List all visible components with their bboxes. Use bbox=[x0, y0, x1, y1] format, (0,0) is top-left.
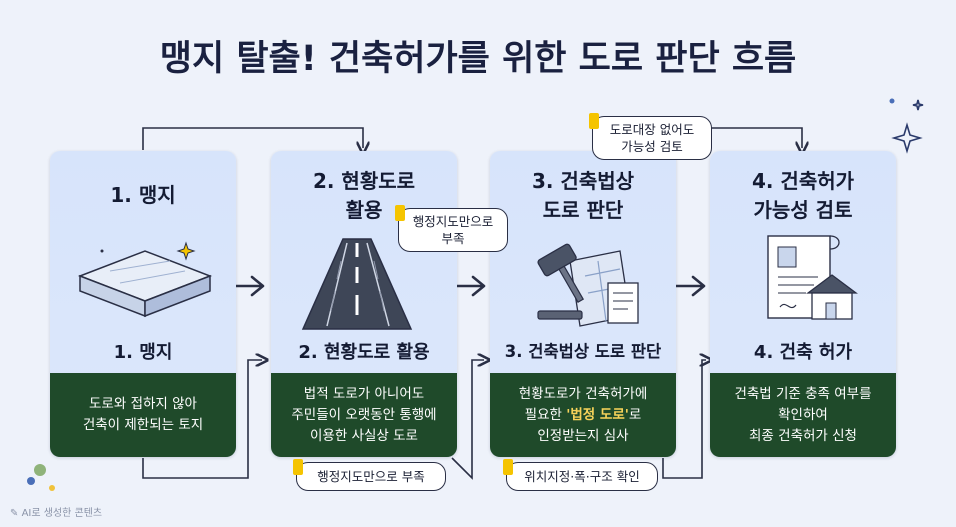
yellow-tag-icon bbox=[589, 113, 599, 129]
step-4-subheading: 4. 건축 허가 bbox=[753, 342, 853, 363]
step-1-heading: 1. 맹지 bbox=[110, 183, 176, 207]
road-icon bbox=[301, 238, 413, 330]
step-4-desc-line: 확인하여 bbox=[778, 406, 828, 423]
bottom-right-bubble: 위치지정·폭·구조 확인 bbox=[503, 459, 658, 491]
step-3-desc-line: 인정받는지 심사 bbox=[537, 427, 629, 444]
bubble-line: 가능성 검토 bbox=[621, 139, 683, 154]
gavel-map-icon bbox=[537, 243, 639, 327]
step-2-heading-line: 2. 현황도로 bbox=[312, 169, 416, 193]
permit-document-house-icon bbox=[767, 235, 858, 320]
step-3-description: 현황도로가 건축허가에 필요한 '법정 도로'로 인정받는지 심사 bbox=[490, 373, 676, 457]
step-3-desc-text: 필요한 bbox=[524, 406, 567, 423]
step-2-subheading: 2. 현황도로 활용 bbox=[298, 342, 430, 363]
yellow-tag-icon bbox=[293, 459, 303, 475]
bubble-line: 행정지도만으로 bbox=[412, 214, 494, 229]
bubble-line: 위치지정·폭·구조 확인 bbox=[524, 469, 640, 484]
step-card-1: 1. 맹지 1. 맹지 도로와 접하지 않아 건축이 제한되는 토지 bbox=[50, 151, 236, 457]
step-card-2: 2. 현황도로 활용 2. 현황도로 활용 법적 도로가 아니어도 주민들이 오… bbox=[271, 151, 457, 457]
card2-note-bubble: 행정지도만으로 부족 bbox=[395, 205, 508, 252]
step-4-heading: 4. 건축허가 가능성 검토 bbox=[710, 167, 896, 225]
step-2-description: 법적 도로가 아니어도 주민들이 오랫동안 통행에 이용한 사실상 도로 bbox=[271, 373, 457, 457]
step-4-desc-line: 최종 건축허가 신청 bbox=[749, 427, 857, 444]
step-4-heading-line: 4. 건축허가 bbox=[751, 169, 855, 193]
step-3-heading: 3. 건축법상 도로 판단 bbox=[490, 167, 676, 225]
bubble-line: 부족 bbox=[441, 231, 465, 246]
step-3-subheading: 3. 건축법상 도로 판단 bbox=[504, 342, 662, 361]
step-3-desc-line: 필요한 '법정 도로'로 bbox=[519, 405, 648, 426]
step-card-4: 4. 건축허가 가능성 검토 4. 건축 허가 건축법 기준 충족 여부를 확인… bbox=[710, 151, 896, 457]
step-1-description: 도로와 접하지 않아 건축이 제한되는 토지 bbox=[50, 373, 236, 457]
top-right-bubble: 도로대장 없어도 가능성 검토 bbox=[589, 113, 712, 160]
bottom-left-bubble: 행정지도만으로 부족 bbox=[293, 459, 446, 491]
yellow-tag-icon bbox=[395, 205, 405, 221]
watermark-text: AI로 생성한 콘텐츠 bbox=[21, 508, 103, 519]
step-4-desc-line: 건축법 기준 충족 여부를 bbox=[734, 385, 872, 402]
bubble-line: 도로대장 없어도 bbox=[609, 122, 695, 137]
yellow-tag-icon bbox=[503, 459, 513, 475]
legal-road-highlight: '법정 도로' bbox=[566, 406, 629, 423]
watermark: ✎ AI로 생성한 콘텐츠 bbox=[10, 508, 103, 519]
step-2-desc-line: 주민들이 오랫동안 통행에 bbox=[291, 406, 437, 423]
page-title: 맹지 탈출! 건축허가를 위한 도로 판단 흐름 bbox=[159, 39, 797, 79]
step-2-desc-line: 법적 도로가 아니어도 bbox=[303, 385, 425, 402]
step-4-description: 건축법 기준 충족 여부를 확인하여 최종 건축허가 신청 bbox=[710, 373, 896, 457]
step-2-heading-line: 활용 bbox=[345, 198, 383, 222]
step-3-heading-line: 3. 건축법상 bbox=[531, 169, 635, 193]
step-1-desc-line: 도로와 접하지 않아 bbox=[89, 396, 197, 412]
step-3-desc-text: 로 bbox=[628, 406, 642, 423]
bubble-line: 행정지도만으로 부족 bbox=[317, 469, 425, 484]
step-3-desc-line: 현황도로가 건축허가에 bbox=[518, 385, 648, 402]
step-1-subheading: 1. 맹지 bbox=[113, 342, 173, 363]
step-1-desc-line: 건축이 제한되는 토지 bbox=[82, 417, 204, 433]
step-4-heading-line: 가능성 검토 bbox=[753, 198, 853, 222]
step-3-heading-line: 도로 판단 bbox=[542, 198, 624, 222]
land-plot-icon bbox=[77, 241, 213, 318]
step-2-heading: 2. 현황도로 활용 bbox=[271, 167, 457, 225]
step-2-desc-line: 이용한 사실상 도로 bbox=[310, 427, 418, 444]
step-card-3: 3. 건축법상 도로 판단 3. 건축법상 도로 판단 현황도로가 건축허가에 … bbox=[490, 151, 676, 457]
